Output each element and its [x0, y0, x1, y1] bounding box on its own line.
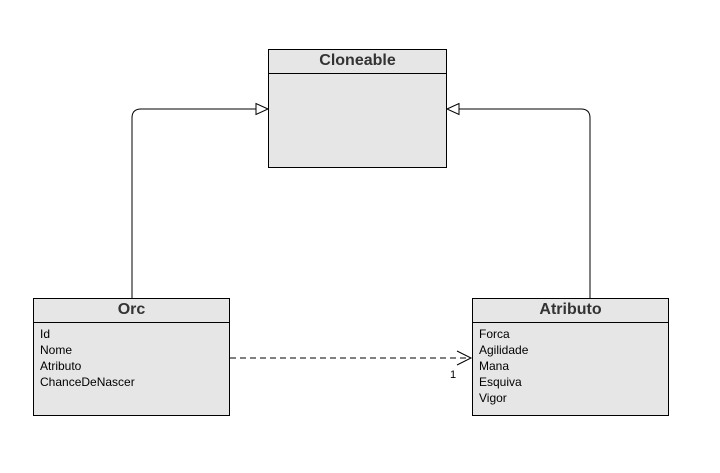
atributo-to-cloneable-connector[interactable]: [459, 108, 591, 298]
atributo-realization-arrowhead: [445, 102, 460, 116]
class-atributo[interactable]: Atributo Forca Agilidade Mana Esquiva Vi…: [472, 298, 669, 416]
dependency-multiplicity-label: 1: [450, 369, 457, 381]
dependency-open-arrowhead: [456, 350, 473, 366]
attribute-item: Atributo: [40, 359, 82, 373]
class-atributo-name: Atributo: [473, 299, 668, 323]
orc-realization-arrowhead: [255, 102, 270, 116]
attribute-item: Nome: [40, 343, 73, 357]
attribute-item: ChanceDeNascer: [40, 375, 135, 389]
class-orc-attributes: Id Nome Atributo ChanceDeNascer: [34, 323, 229, 390]
class-cloneable[interactable]: Cloneable: [268, 49, 447, 168]
attribute-item: Vigor: [479, 391, 507, 405]
orc-to-cloneable-connector[interactable]: [131, 108, 256, 298]
class-orc[interactable]: Orc Id Nome Atributo ChanceDeNascer: [33, 298, 230, 416]
class-orc-name: Orc: [34, 299, 229, 323]
attribute-item: Id: [40, 327, 51, 341]
attribute-item: Agilidade: [479, 343, 529, 357]
attribute-item: Forca: [479, 327, 510, 341]
attribute-item: Mana: [479, 359, 510, 373]
class-cloneable-name: Cloneable: [269, 50, 446, 74]
class-atributo-attributes: Forca Agilidade Mana Esquiva Vigor: [473, 323, 668, 406]
attribute-item: Esquiva: [479, 375, 522, 389]
